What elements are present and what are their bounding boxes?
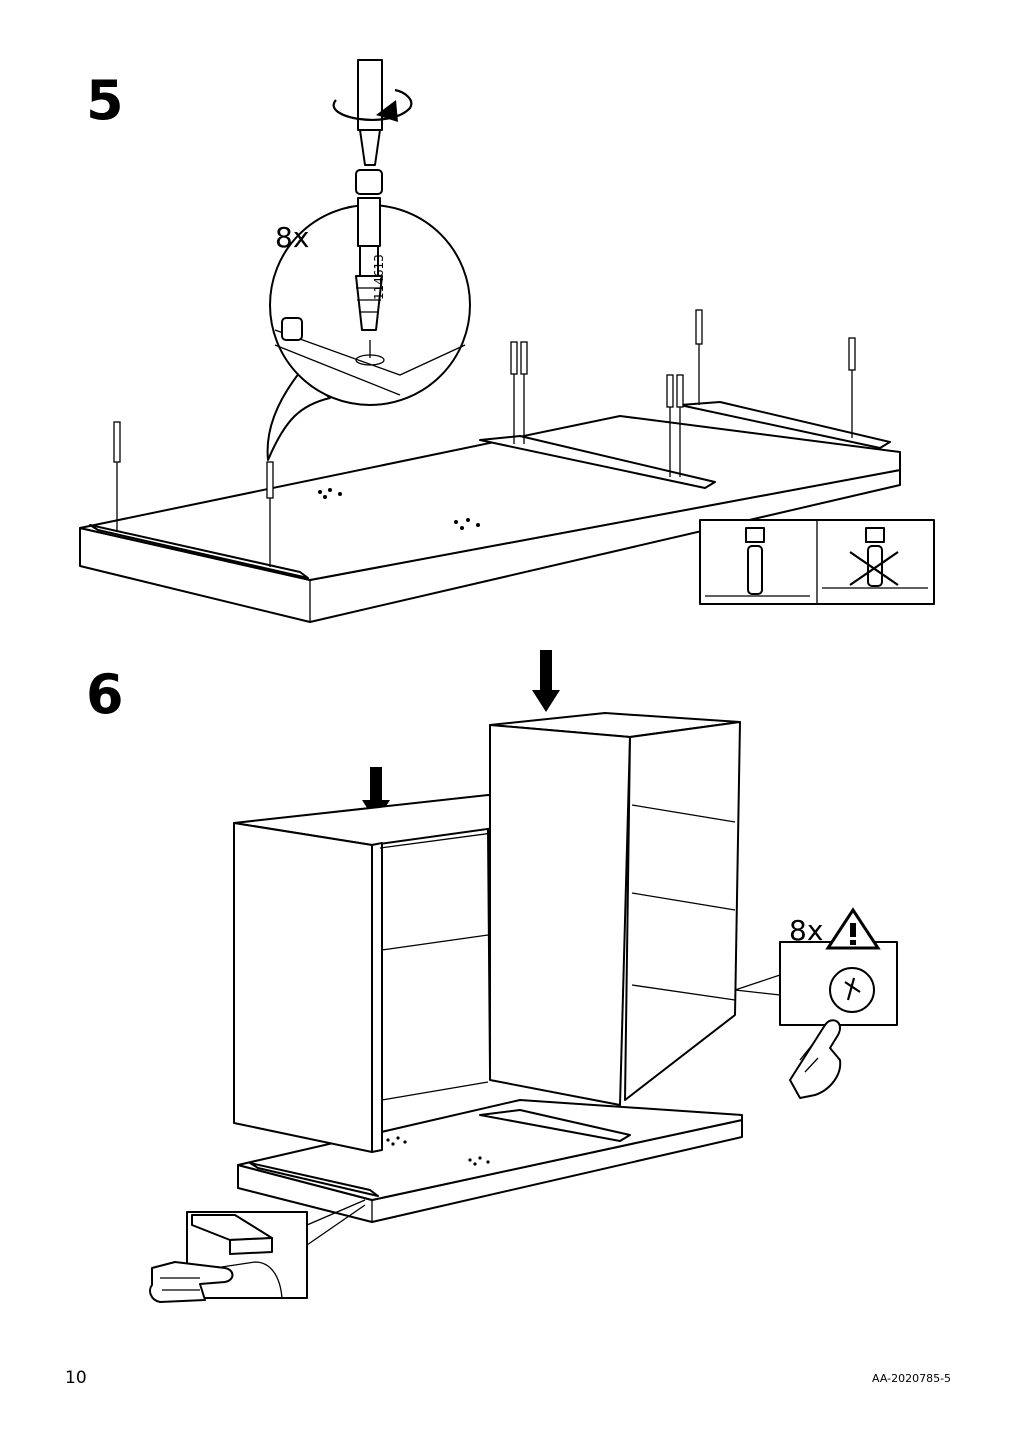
incorrect-fit-icon [822,527,928,589]
warning-detail-box [734,907,898,1026]
step-5-illustration [79,59,935,623]
pointing-hand-left-icon [149,1261,234,1303]
warning-triangle-icon [825,907,881,950]
doc-code: AA-2020785-5 [872,1372,952,1385]
step-5-number: 5 [86,69,124,132]
screwdriver-rotate-icon [332,59,413,166]
right-cabinet [489,712,741,1106]
fit-comparison-box [699,519,935,605]
pointing-hand-icon [789,1019,842,1099]
bottom-panel [79,401,901,623]
cam-screws [113,309,856,567]
cam-screw-part [355,169,383,331]
correct-fit-icon [705,527,810,597]
arrow-down-icon [362,650,560,822]
base-panel [237,1099,743,1223]
step-5-quantity: 8x [275,221,310,254]
screw-head-icon [829,967,875,1013]
step-6-warning-quantity: 8x [789,914,824,947]
page-number: 10 [65,1368,87,1388]
step-6-number: 6 [86,663,124,726]
